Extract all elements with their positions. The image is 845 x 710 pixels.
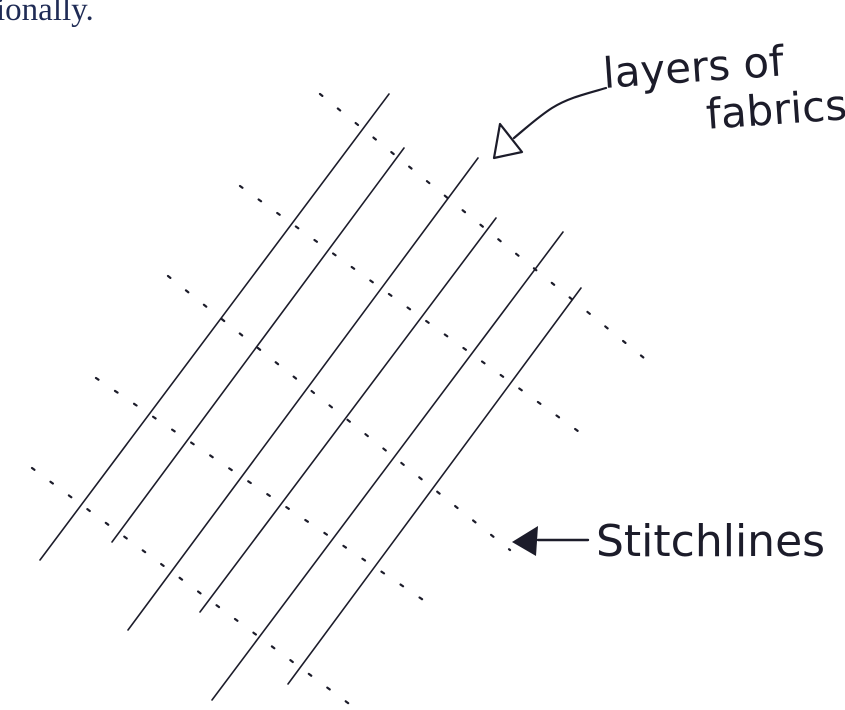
stitch-arrow-icon [512,526,590,556]
fabric-layer-line [111,147,405,543]
fabric-layer-line [127,157,479,631]
stitch-line [318,92,646,360]
fabric-layer-lines [39,93,582,701]
page-caption-fragment: ionally. [0,0,94,28]
fabric-layer-line [211,231,564,701]
fabric-layer-line [199,217,497,613]
stitch-line [166,274,512,552]
layers-arrow-icon [492,86,608,160]
stitch-line [30,466,354,708]
stitch-line [238,184,584,436]
stitchlines-label: Stitchlines [596,516,825,567]
fabric-layer-line [287,287,582,685]
fabric-layer-line [39,93,390,561]
stitch-lines [30,92,646,708]
stitch-line [94,376,440,612]
layers-label: layers of fabrics [601,32,845,146]
